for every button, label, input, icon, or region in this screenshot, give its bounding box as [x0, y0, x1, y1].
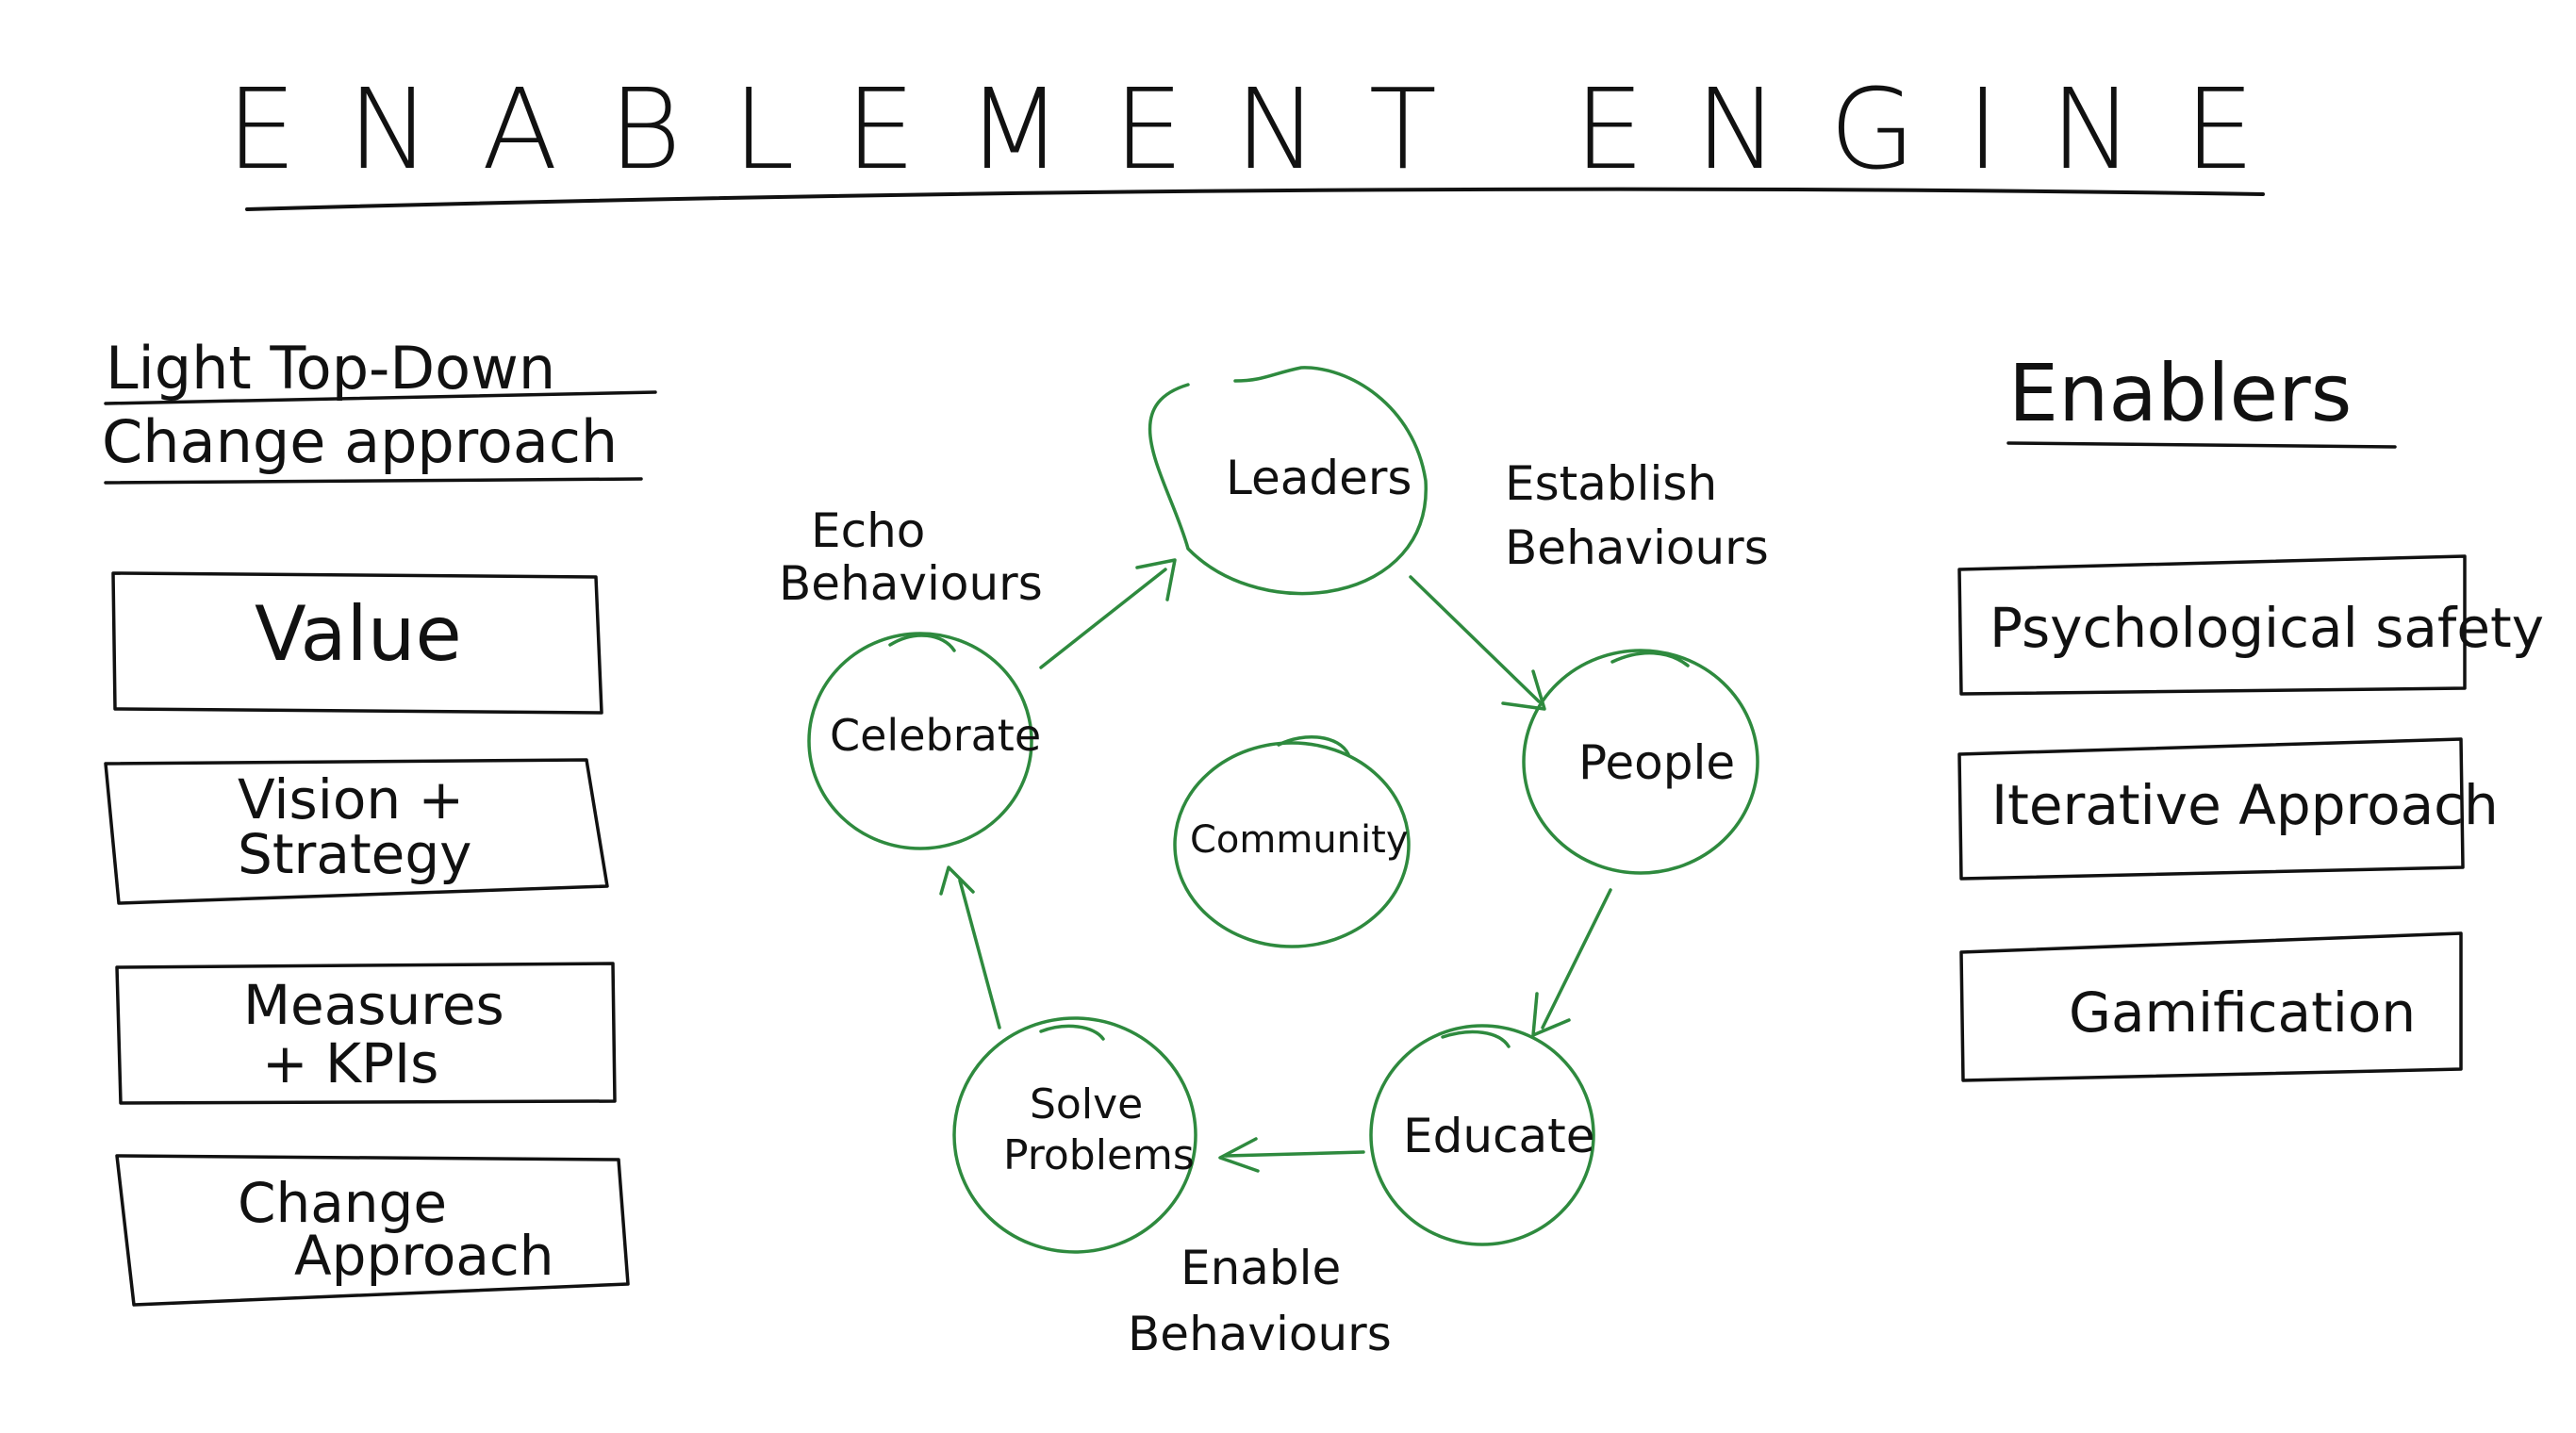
title-underline — [245, 187, 2265, 211]
left-heading-line2: Change approach — [102, 407, 618, 476]
left-heading-underline2 — [104, 477, 643, 485]
community-circle — [1173, 741, 1411, 948]
educate-label: Educate — [1403, 1109, 1595, 1163]
establish-label-line2: Behaviours — [1505, 520, 1769, 575]
establish-label-line1: Establish — [1505, 456, 1717, 511]
arrow-educate-to-solve-shaft — [1224, 1150, 1365, 1158]
arrow-celebrate-to-leaders-shaft — [1039, 568, 1167, 669]
arrow-educate-to-solve — [1218, 1137, 1365, 1173]
enable-label-line1: Enable — [1181, 1241, 1341, 1295]
community-node: Community — [1173, 734, 1411, 948]
enablers-heading: Enablers — [2008, 347, 2352, 439]
echo-label-line2: Behaviours — [779, 556, 1043, 611]
change-approach-box-frame — [115, 1154, 630, 1307]
arrow-people-to-educate-head — [1531, 992, 1571, 1037]
solve-problems-line2: Problems — [1003, 1131, 1195, 1179]
iterative-approach-box: Iterative Approach — [1957, 737, 2499, 881]
educate-circle-overlap — [1441, 1029, 1511, 1048]
value-box: Value — [111, 571, 603, 715]
solve-problems-circle-overlap — [1039, 1024, 1105, 1041]
leaders-circle — [1148, 366, 1428, 596]
arrow-people-to-educate — [1531, 888, 1612, 1037]
celebrate-circle-overlap — [888, 634, 956, 652]
people-node: People — [1522, 649, 1759, 875]
measures-kpis-line1: Measures — [243, 973, 504, 1037]
change-approach-box: Change Approach — [115, 1154, 630, 1307]
value-box-label: Value — [255, 590, 462, 678]
solve-problems-node: Solve Problems — [952, 1016, 1197, 1254]
left-panel: Light Top-Down Change approach Value Vis… — [102, 334, 657, 1307]
arrow-educate-to-solve-head — [1218, 1137, 1260, 1173]
measures-kpis-box-frame — [115, 962, 617, 1105]
measures-kpis-box: Measures + KPIs — [115, 962, 617, 1105]
psychological-safety-box: Psychological safety — [1957, 554, 2544, 696]
leaders-node: Leaders — [1148, 366, 1428, 596]
right-panel: Enablers Psychological safety Iterative … — [1957, 347, 2544, 1082]
arrow-leaders-to-people — [1409, 575, 1546, 711]
left-heading-underline1 — [104, 390, 657, 405]
page-title: ENABLEMENT ENGINE — [226, 64, 2305, 194]
gamification-box-frame — [1959, 931, 2463, 1082]
arrow-leaders-to-people-shaft — [1409, 575, 1541, 703]
vision-strategy-line2: Strategy — [238, 822, 472, 886]
leaders-label: Leaders — [1226, 451, 1412, 505]
measures-kpis-line2: + KPIs — [262, 1031, 438, 1095]
educate-node: Educate — [1369, 1024, 1595, 1246]
celebrate-label: Celebrate — [830, 710, 1041, 761]
people-circle — [1522, 649, 1759, 875]
arrow-people-to-educate-shaft — [1541, 888, 1612, 1029]
arrow-leaders-to-people-head — [1501, 669, 1546, 711]
enablers-underline — [2006, 441, 2397, 449]
vision-strategy-box: Vision + Strategy — [104, 758, 609, 905]
psychological-safety-label: Psychological safety — [1990, 596, 2544, 660]
vision-strategy-line1: Vision + — [238, 767, 464, 832]
community-label: Community — [1190, 818, 1409, 862]
change-approach-line1: Change — [238, 1171, 447, 1235]
iterative-approach-label: Iterative Approach — [1991, 773, 2499, 837]
gamification-label: Gamification — [2069, 980, 2416, 1045]
change-approach-line2: Approach — [294, 1224, 554, 1288]
arrow-celebrate-to-leaders-head — [1135, 558, 1177, 601]
solve-problems-circle — [952, 1016, 1197, 1254]
celebrate-circle — [807, 632, 1033, 850]
enablement-cycle: Leaders People Educate Solve Problems Ce… — [779, 366, 1769, 1361]
solve-problems-line1: Solve — [1030, 1080, 1143, 1128]
gamification-box: Gamification — [1959, 931, 2463, 1082]
educate-circle — [1369, 1024, 1595, 1246]
arrow-solve-to-celebrate-shaft — [958, 879, 1001, 1029]
people-circle-overlap — [1610, 651, 1690, 667]
psychological-safety-box-frame — [1957, 554, 2467, 696]
people-label: People — [1578, 735, 1735, 790]
vision-strategy-box-frame — [104, 758, 609, 905]
community-circle-overlap — [1277, 734, 1350, 756]
enable-label-line2: Behaviours — [1128, 1307, 1392, 1361]
arrow-celebrate-to-leaders — [1039, 558, 1177, 669]
left-heading-line1: Light Top-Down — [106, 334, 555, 403]
value-box-frame — [111, 571, 603, 715]
arrow-solve-to-celebrate-head — [939, 865, 975, 896]
echo-label-line1: Echo — [811, 503, 925, 558]
arrow-solve-to-celebrate — [939, 865, 1001, 1029]
celebrate-node: Celebrate — [807, 632, 1041, 850]
iterative-approach-box-frame — [1957, 737, 2465, 881]
